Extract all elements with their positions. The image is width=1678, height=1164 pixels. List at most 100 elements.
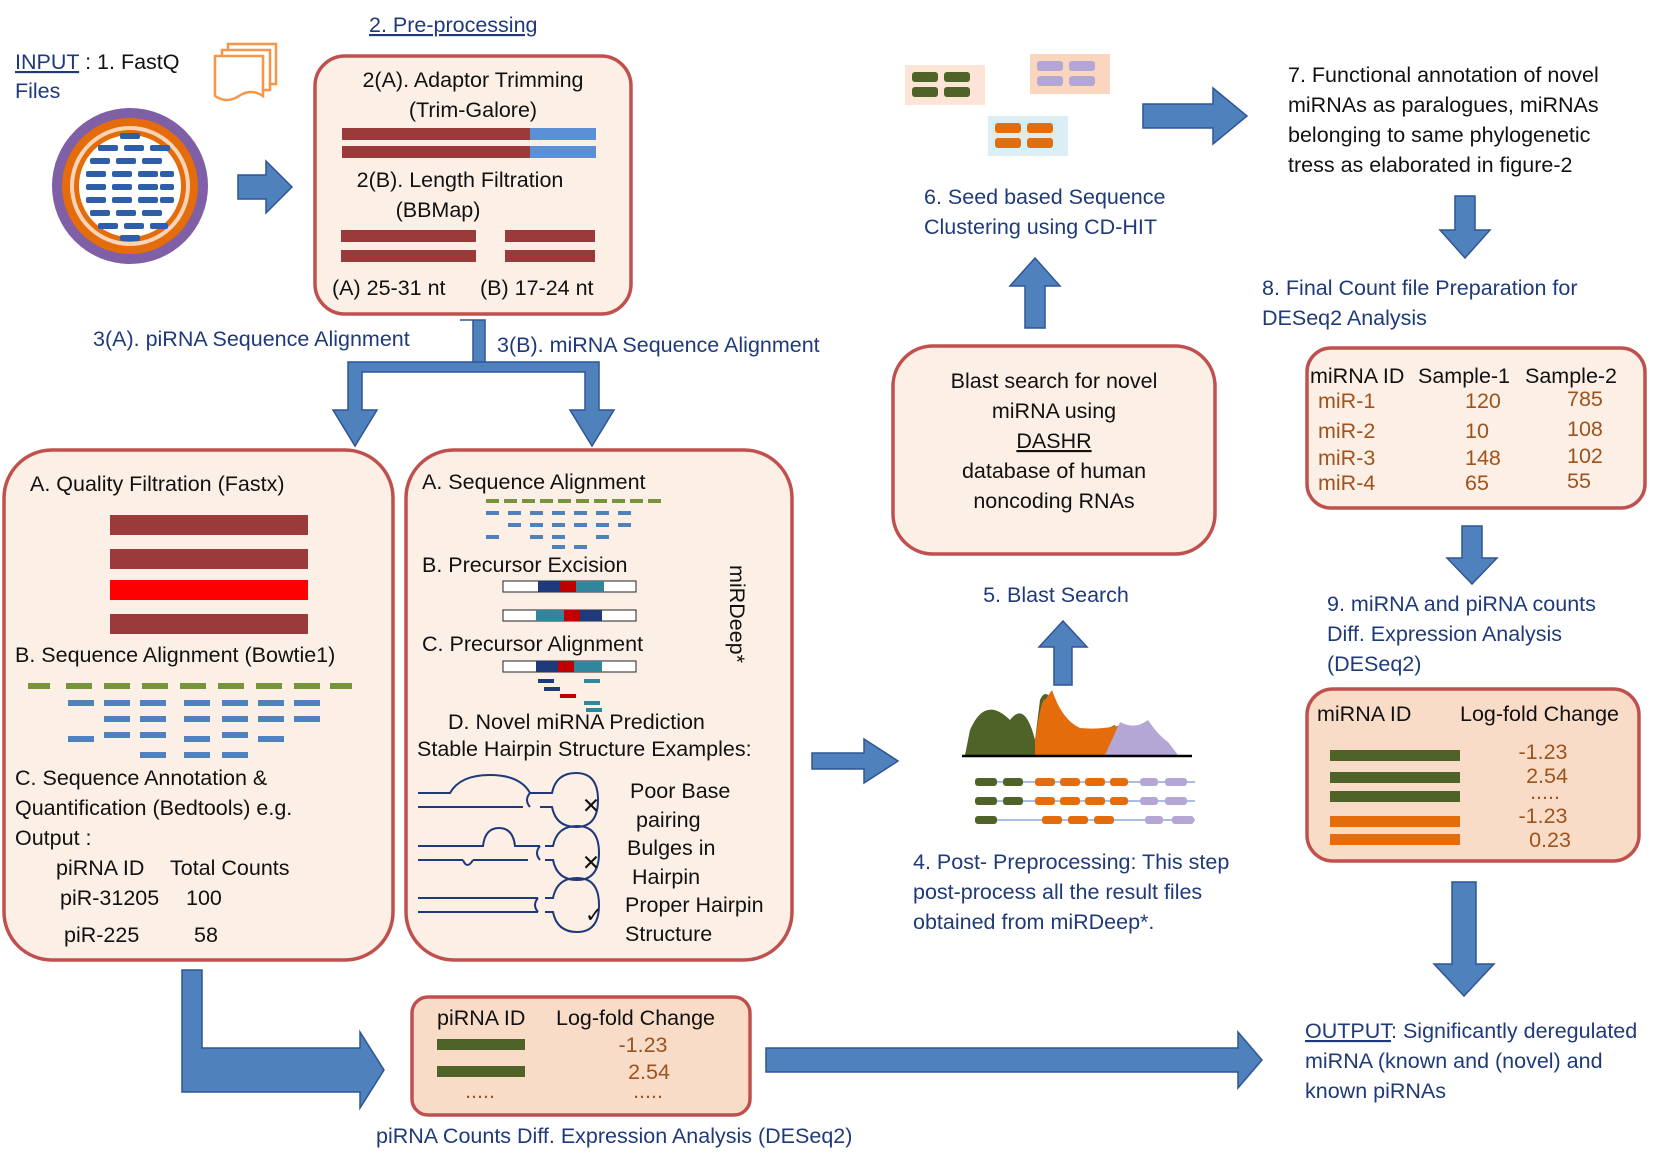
- cross-icon: ✕: [582, 851, 600, 875]
- count-row-id: miR-3: [1318, 446, 1375, 470]
- pirna-annot-line3: Output :: [15, 826, 92, 850]
- count-row-s1: 65: [1465, 471, 1489, 495]
- count-header: miRNA ID: [1310, 364, 1404, 388]
- mirdeep-tool-label: miRDeep*: [725, 565, 749, 664]
- annotation-line2: miRNAs as paralogues, miRNAs: [1288, 93, 1599, 117]
- de-value: 0.23: [1529, 828, 1571, 852]
- blast-line1: Blast search for novel: [951, 369, 1158, 393]
- de-bar: [1330, 816, 1460, 827]
- cluster-line2: Clustering using CD-HIT: [924, 215, 1157, 239]
- count-line2: DESeq2 Analysis: [1262, 306, 1427, 330]
- pirna-col-id: piRNA ID: [56, 856, 144, 880]
- de-bar: [1330, 791, 1460, 802]
- count-row-s2: 785: [1567, 387, 1603, 411]
- blast-line4: database of human: [962, 459, 1146, 483]
- arrow-de-to-output: [1432, 881, 1496, 998]
- annotation-line1: 7. Functional annotation of novel: [1288, 63, 1599, 87]
- trim-read-bars: [342, 128, 596, 158]
- count-line1: 8. Final Count file Preparation for: [1262, 276, 1578, 300]
- ex2-line1: Bulges in: [627, 836, 715, 860]
- arrow-mirdeep-to-post: [811, 737, 900, 785]
- pirna-de-bar: [437, 1066, 525, 1077]
- de-value: -1.23: [1518, 804, 1567, 828]
- arrow-input-to-preprocess: [237, 159, 294, 215]
- precursor-alignment-graphic: [502, 660, 637, 712]
- pirna-de-id-dots: .....: [465, 1079, 495, 1103]
- filtered-read-bars: [341, 230, 595, 262]
- arrow-cluster-to-annotation: [1142, 86, 1249, 146]
- pirna-de-caption: piRNA Counts Diff. Expression Analysis (…: [376, 1124, 852, 1148]
- blast-box: [891, 344, 1217, 556]
- output-line1: OUTPUT: Significantly deregulated: [1305, 1019, 1637, 1043]
- ex1-line1: Poor Base: [630, 779, 730, 803]
- count-row-s2: 108: [1567, 417, 1603, 441]
- range-a: (A) 25-31 nt: [332, 276, 446, 300]
- de-value: .....: [1530, 780, 1560, 804]
- quality-read-bars: [110, 515, 308, 634]
- range-b: (B) 17-24 nt: [480, 276, 594, 300]
- output-line2: miRNA (known and (novel) and: [1305, 1049, 1603, 1073]
- de-line3: (DESeq2): [1327, 652, 1421, 676]
- mirna-hairpin-title: Stable Hairpin Structure Examples:: [417, 737, 752, 761]
- hairpin-poor-pairing: [418, 771, 600, 829]
- cluster-groups-icon: [905, 54, 1110, 156]
- split-arrow: [331, 319, 616, 448]
- cluster-line1: 6. Seed based Sequence: [924, 185, 1165, 209]
- sequencing-flowcell-icon: [52, 108, 208, 264]
- pirna-de-col-id: piRNA ID: [437, 1006, 525, 1030]
- blast-line5: noncoding RNAs: [973, 489, 1134, 513]
- mirna-prec-align-label: C. Precursor Alignment: [422, 632, 643, 656]
- pirna-de-box: [410, 995, 752, 1117]
- count-row-id: miR-4: [1318, 471, 1375, 495]
- input-label-line2: Files: [15, 79, 60, 103]
- pirna-de-value: -1.23: [618, 1033, 667, 1057]
- pirna-de-col-lfc: Log-fold Change: [556, 1006, 715, 1030]
- pirna-col-counts: Total Counts: [170, 856, 290, 880]
- count-row-id: miR-1: [1318, 389, 1375, 413]
- blast-label: 5. Blast Search: [983, 583, 1129, 607]
- ex2-line2: Hairpin: [632, 865, 700, 889]
- count-row-s1: 148: [1465, 446, 1501, 470]
- count-row-s2: 102: [1567, 444, 1603, 468]
- precursor-excision-graphic: [502, 580, 637, 622]
- filter-label: 2(B). Length Filtration: [357, 168, 564, 192]
- ex3-line1: Proper Hairpin: [625, 893, 764, 917]
- pirna-de-value: 2.54: [628, 1060, 670, 1084]
- arrow-count-to-de: [1445, 525, 1499, 586]
- branch-pirna-label: 3(A). piRNA Sequence Alignment: [93, 327, 410, 351]
- post-line3: obtained from miRDeep*.: [913, 910, 1154, 934]
- ex3-line2: Structure: [625, 922, 712, 946]
- blast-line3: DASHR: [1016, 429, 1091, 453]
- count-header: Sample-1: [1418, 364, 1510, 388]
- post-line2: post-process all the result files: [913, 880, 1202, 904]
- count-row-s1: 120: [1465, 389, 1501, 413]
- pirna-de-bar: [437, 1039, 525, 1050]
- pirna-annot-line1: C. Sequence Annotation &: [15, 766, 267, 790]
- check-icon: ✓: [585, 903, 603, 927]
- trim-label: 2(A). Adaptor Trimming: [362, 68, 583, 92]
- filter-tool: (BBMap): [396, 198, 481, 222]
- count-row-id: miR-2: [1318, 419, 1375, 443]
- arrow-blast-to-cluster: [1008, 256, 1062, 329]
- de-line1: 9. miRNA and piRNA counts: [1327, 592, 1596, 616]
- pirna-de-value: .....: [633, 1079, 663, 1103]
- pirna-row-id: piR-225: [64, 923, 139, 947]
- count-row-s2: 55: [1567, 469, 1591, 493]
- pirna-row-id: piR-31205: [60, 886, 159, 910]
- mirna-excision-label: B. Precursor Excision: [422, 553, 628, 577]
- arrow-pirna-de-to-output: [765, 1029, 1263, 1091]
- arrow-post-to-blast: [1037, 619, 1089, 686]
- mirna-seq-align-label: A. Sequence Alignment: [422, 470, 646, 494]
- mirna-alignment-graphic: [486, 499, 661, 549]
- pirna-row-count: 100: [186, 886, 222, 910]
- transcript-tracks-icon: [975, 778, 1195, 824]
- output-line3: known piRNAs: [1305, 1079, 1446, 1103]
- ex1-line2: pairing: [636, 808, 701, 832]
- pirna-alignment-label: B. Sequence Alignment (Bowtie1): [15, 643, 335, 667]
- cross-icon: ✕: [582, 794, 600, 818]
- de-col-lfc: Log-fold Change: [1460, 702, 1619, 726]
- input-label: INPUT : 1. FastQ: [15, 50, 180, 74]
- blast-line2: miRNA using: [992, 399, 1116, 423]
